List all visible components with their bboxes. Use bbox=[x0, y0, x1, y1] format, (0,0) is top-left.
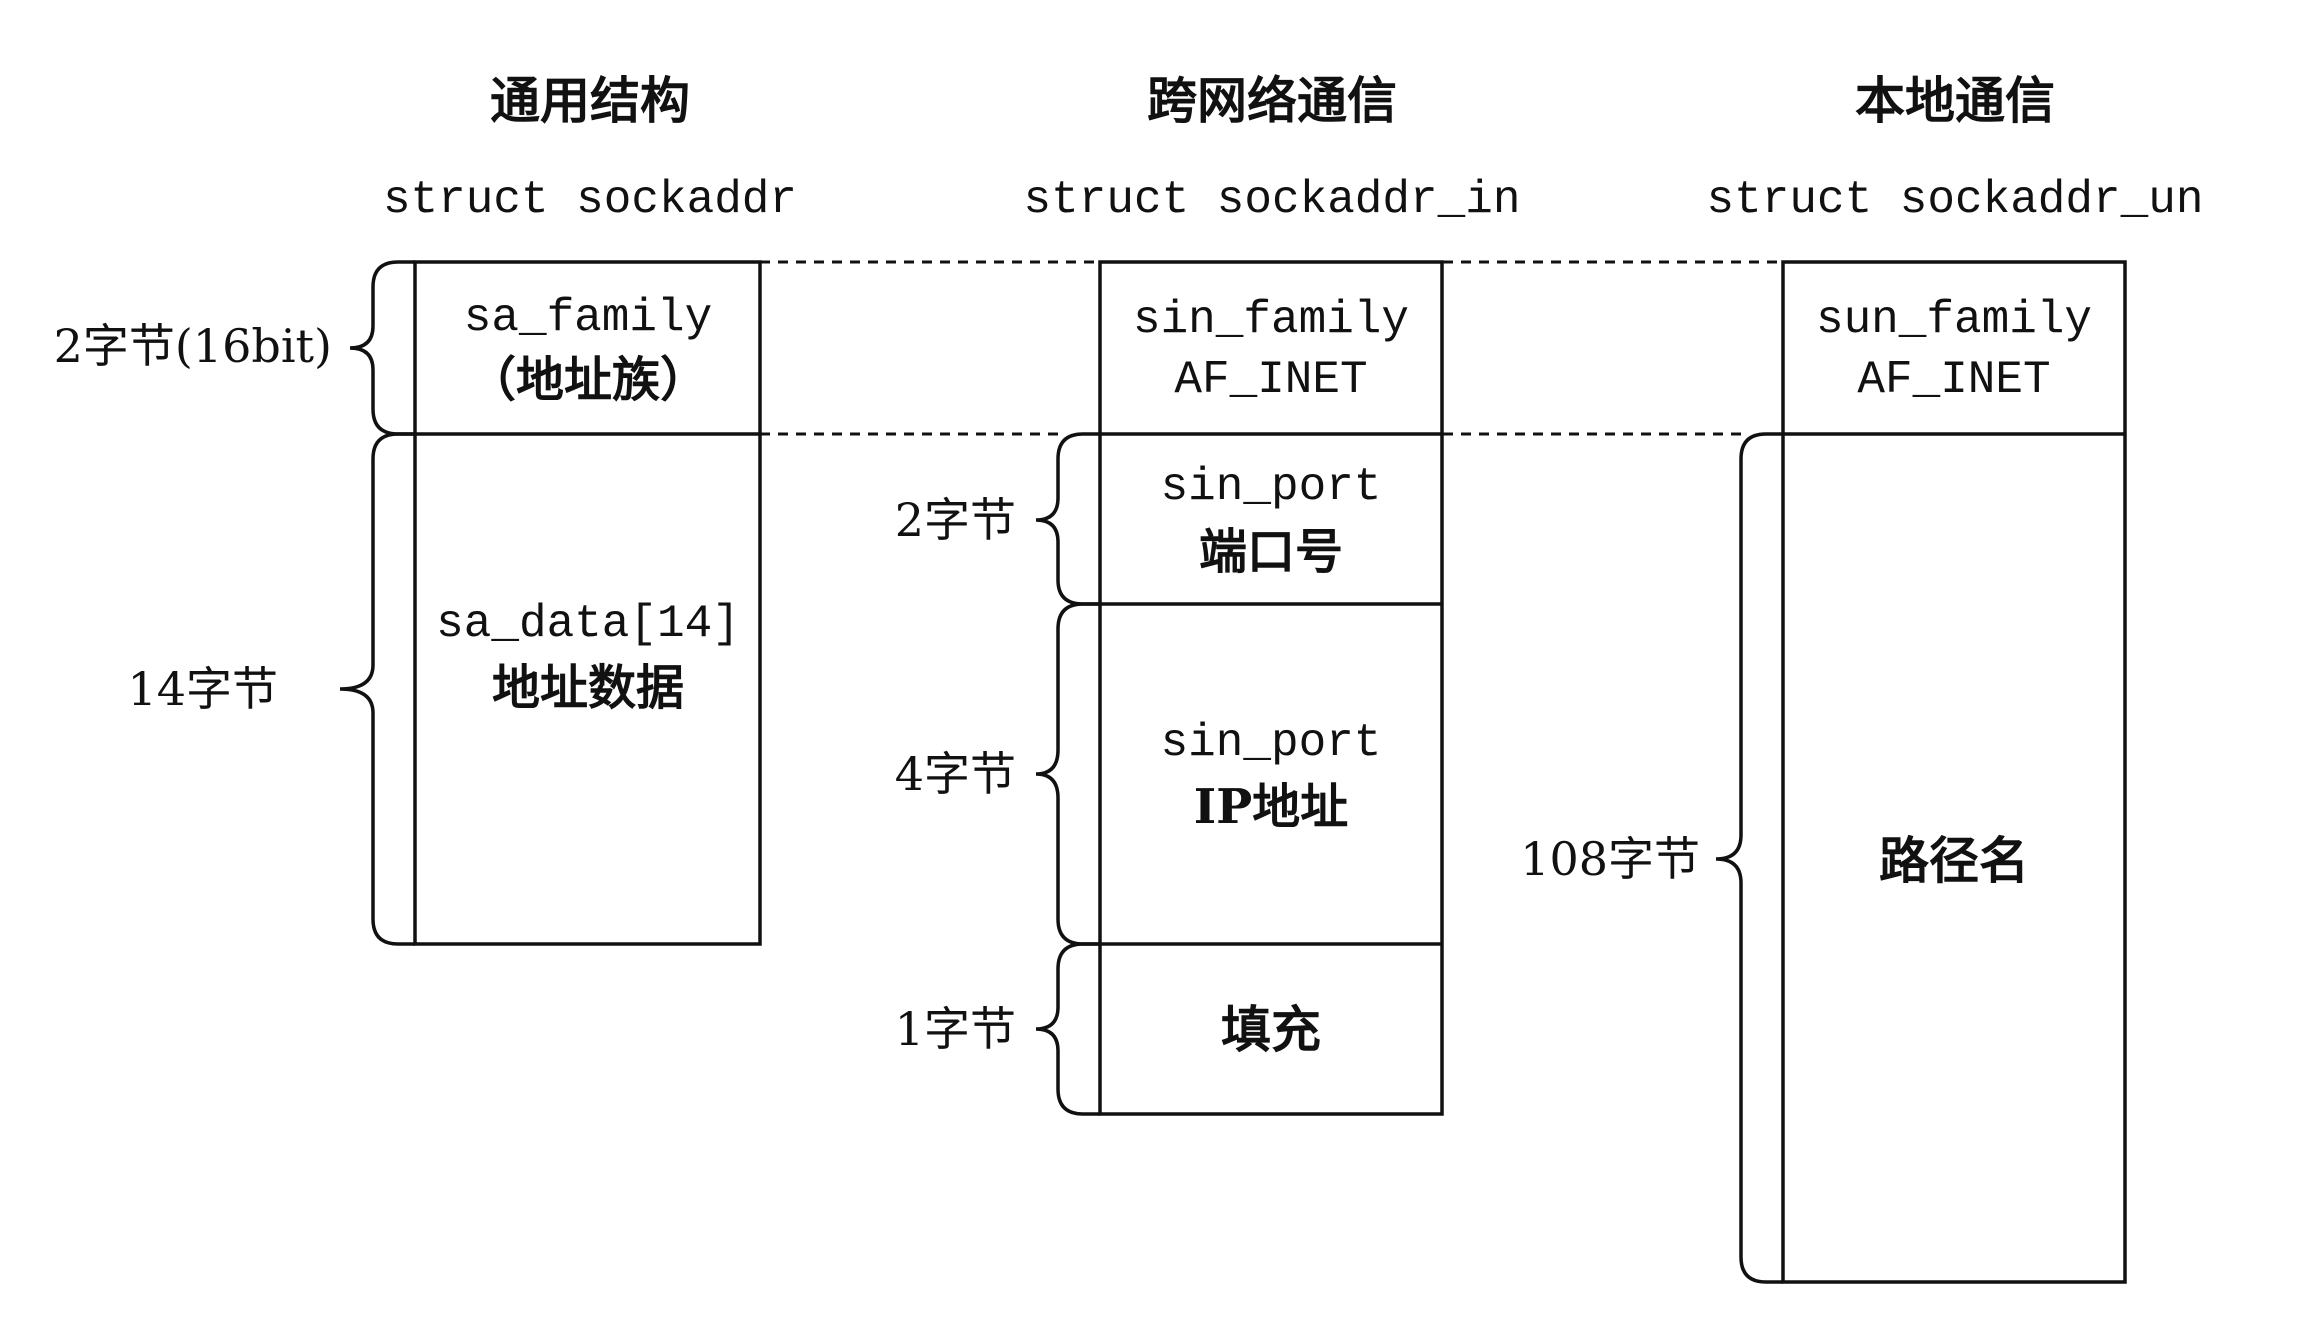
field-sun-family-value: AF_INET bbox=[1857, 354, 2050, 406]
field-sa-family: sa_family bbox=[464, 292, 712, 344]
field-sin-addr-desc: IP地址 bbox=[1194, 779, 1349, 835]
brace-sun-path bbox=[1715, 432, 1783, 1284]
brace-sin-port bbox=[1035, 432, 1100, 606]
title-network: 跨网络通信 bbox=[1147, 71, 1397, 130]
struct-sockaddr-in-box: sin_family AF_INET sin_port 端口号 sin_port… bbox=[1098, 260, 1444, 1116]
struct-sockaddr-box: sa_family （地址族） sa_data[14] 地址数据 bbox=[413, 260, 762, 946]
size-label-sin-zero: 1字节 bbox=[895, 1002, 1016, 1056]
sockaddr-un-outline bbox=[1781, 260, 2127, 1284]
field-sa-family-desc: （地址族） bbox=[468, 352, 708, 408]
field-sin-port: sin_port bbox=[1161, 461, 1382, 513]
field-sin-family-value: AF_INET bbox=[1174, 354, 1367, 406]
field-sin-family: sin_family bbox=[1133, 294, 1409, 346]
size-label-sin-addr: 4字节 bbox=[895, 747, 1016, 801]
field-sa-data: sa_data[14] bbox=[436, 598, 740, 650]
field-sa-data-desc: 地址数据 bbox=[492, 660, 684, 716]
struct-name-sockaddr-in: struct sockaddr_in bbox=[1024, 174, 1521, 226]
struct-name-sockaddr-un: struct sockaddr_un bbox=[1707, 174, 2204, 226]
title-local: 本地通信 bbox=[1855, 71, 2055, 130]
field-sun-family: sun_family bbox=[1816, 294, 2092, 346]
sockaddr-in-outline bbox=[1098, 260, 1444, 1116]
size-label-sa-family: 2字节(16bit) bbox=[54, 319, 332, 373]
field-sun-path: 路径名 bbox=[1879, 831, 2029, 890]
field-sin-addr: sin_port bbox=[1161, 717, 1382, 769]
struct-name-sockaddr: struct sockaddr bbox=[383, 174, 797, 226]
brace-sa-family bbox=[349, 260, 415, 436]
field-sin-port-desc: 端口号 bbox=[1199, 524, 1343, 580]
title-generic: 通用结构 bbox=[490, 71, 690, 130]
field-sin-zero: 填充 bbox=[1221, 1000, 1321, 1059]
sockaddr-outline bbox=[413, 260, 762, 946]
struct-sockaddr-un-box: sun_family AF_INET 路径名 bbox=[1781, 260, 2127, 1284]
brace-sin-zero bbox=[1035, 942, 1100, 1116]
size-label-sa-data: 14字节 bbox=[127, 662, 278, 716]
size-label-sun-path: 108字节 bbox=[1520, 832, 1700, 886]
brace-sin-addr bbox=[1035, 602, 1100, 946]
brace-sa-data bbox=[339, 432, 415, 946]
size-label-sin-port: 2字节 bbox=[895, 493, 1016, 547]
